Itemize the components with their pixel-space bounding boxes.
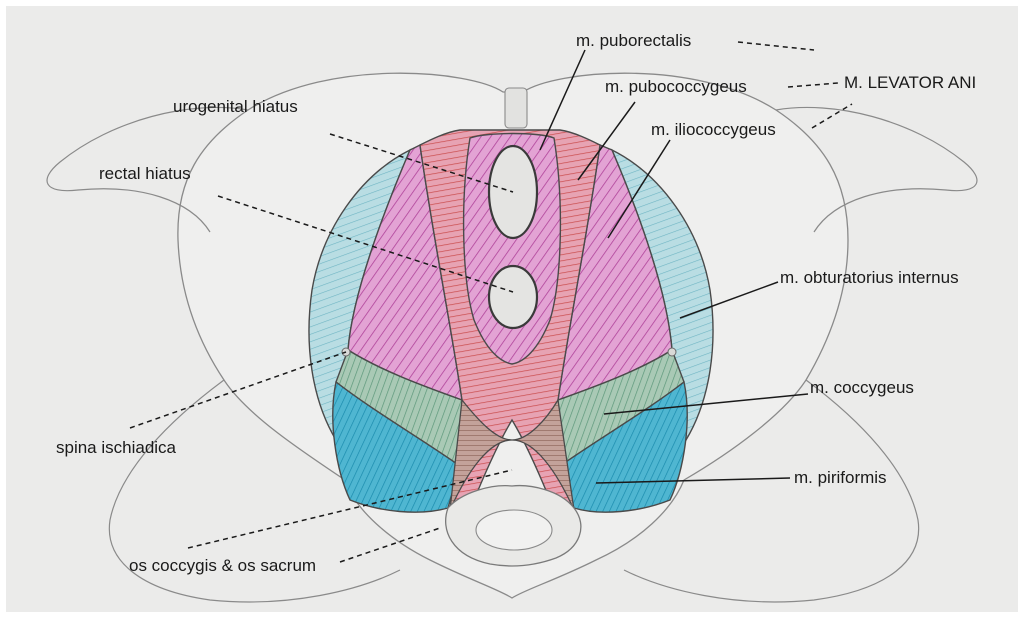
pubic-symphysis — [505, 88, 527, 128]
label-spina-ischiadica: spina ischiadica — [56, 438, 176, 458]
label-puborectalis: m. puborectalis — [576, 31, 691, 51]
label-obturatorius-internus: m. obturatorius internus — [780, 268, 959, 288]
rectal-hiatus-shape — [489, 266, 537, 328]
label-rectal-hiatus: rectal hiatus — [99, 164, 191, 184]
label-urogenital-hiatus: urogenital hiatus — [173, 97, 298, 117]
label-coccygeus: m. coccygeus — [810, 378, 914, 398]
spina-ischiadica-right — [668, 348, 676, 356]
label-iliococcygeus: m. iliococcygeus — [651, 120, 776, 140]
label-os-coccygis-sacrum: os coccygis & os sacrum — [129, 556, 316, 576]
sacral-canal — [476, 510, 552, 550]
label-pubococcygeus: m. pubococcygeus — [605, 77, 747, 97]
label-levator-ani: M. LEVATOR ANI — [844, 73, 976, 93]
label-piriformis: m. piriformis — [794, 468, 887, 488]
